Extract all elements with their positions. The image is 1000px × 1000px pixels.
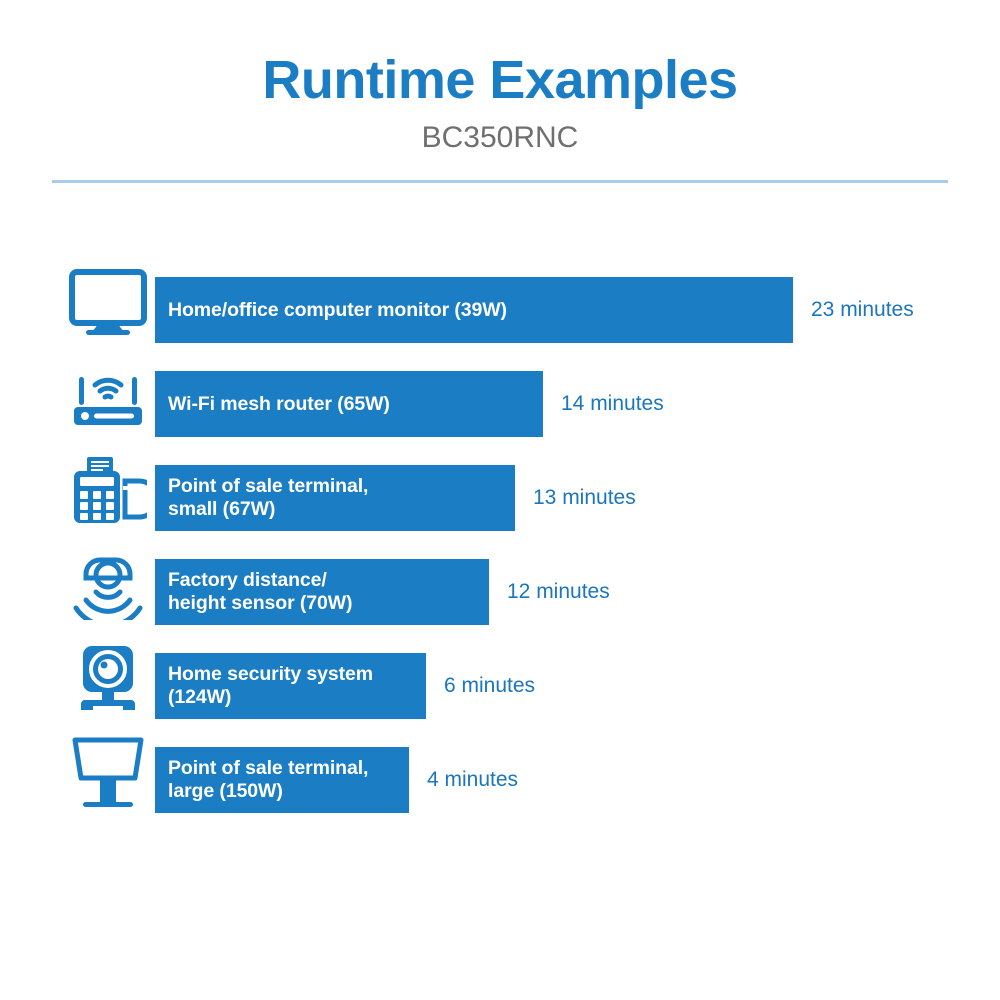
page-title: Runtime Examples — [262, 50, 738, 110]
bar: Point of sale terminal, small (67W) — [155, 465, 515, 531]
bar-cell: Home security system (124W) 6 minutes — [155, 653, 535, 719]
security-camera-icon — [60, 638, 155, 718]
chart-row: Home/office computer monitor (39W) 23 mi… — [0, 262, 1000, 356]
bar-label: Home security system (124W) — [168, 663, 374, 708]
bar-value: 13 minutes — [533, 486, 636, 509]
bar-cell: Point of sale terminal, small (67W) 13 m… — [155, 465, 636, 531]
bar: Point of sale terminal, large (150W) — [155, 747, 409, 813]
chart-row: Home security system (124W) 6 minutes — [0, 638, 1000, 732]
header: Runtime Examples BC350RNC — [0, 0, 1000, 183]
wifi-router-icon — [60, 356, 155, 436]
chart-row: Point of sale terminal, large (150W) 4 m… — [0, 732, 1000, 826]
bar-label: Point of sale terminal, small (67W) — [168, 475, 369, 520]
header-divider — [52, 179, 948, 183]
bar: Home/office computer monitor (39W) — [155, 277, 793, 343]
chart-row: Factory distance/ height sensor (70W) 12… — [0, 544, 1000, 638]
bar-label: Home/office computer monitor (39W) — [168, 298, 507, 321]
header-divider-wrap — [0, 179, 1000, 183]
bar-cell: Home/office computer monitor (39W) 23 mi… — [155, 277, 914, 343]
distance-sensor-icon — [60, 544, 155, 624]
runtime-bar-chart: Home/office computer monitor (39W) 23 mi… — [0, 262, 1000, 826]
bar-value: 4 minutes — [427, 768, 519, 791]
bar-label: Wi-Fi mesh router (65W) — [168, 392, 390, 415]
bar-value: 14 minutes — [561, 392, 664, 415]
bar-label: Factory distance/ height sensor (70W) — [168, 569, 353, 614]
pos-terminal-small-icon — [60, 450, 155, 530]
chart-row: Point of sale terminal, small (67W) 13 m… — [0, 450, 1000, 544]
bar-value: 12 minutes — [507, 580, 610, 603]
bar-cell: Factory distance/ height sensor (70W) 12… — [155, 559, 610, 625]
bar-value: 23 minutes — [811, 298, 914, 321]
page-subtitle: BC350RNC — [421, 120, 579, 154]
bar-label: Point of sale terminal, large (150W) — [168, 757, 369, 802]
computer-monitor-icon — [60, 262, 155, 342]
bar-cell: Wi-Fi mesh router (65W) 14 minutes — [155, 371, 664, 437]
bar: Home security system (124W) — [155, 653, 426, 719]
pos-terminal-large-icon — [60, 732, 155, 812]
bar-value: 6 minutes — [444, 674, 536, 697]
chart-row: Wi-Fi mesh router (65W) 14 minutes — [0, 356, 1000, 450]
bar: Wi-Fi mesh router (65W) — [155, 371, 543, 437]
bar-cell: Point of sale terminal, large (150W) 4 m… — [155, 747, 518, 813]
bar: Factory distance/ height sensor (70W) — [155, 559, 489, 625]
